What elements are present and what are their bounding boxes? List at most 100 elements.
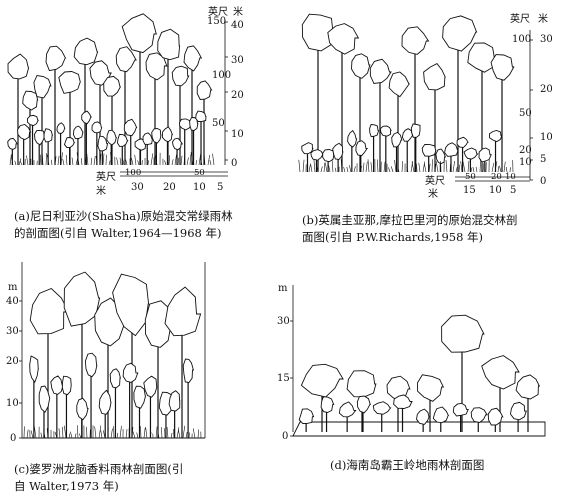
panel-a-undergrowth: [168, 155, 170, 166]
panel-c-tick-40: 40: [6, 296, 19, 307]
panel-b-small-tree-crown: [332, 142, 344, 160]
panel-c-undergrowth: [161, 427, 163, 439]
panel-b-right-ft-10: 10: [519, 157, 532, 168]
panel-b-undergrowth: [422, 161, 426, 173]
panel-b-small-tree-crown: [444, 142, 459, 157]
panel-c-small-tree-crown: [76, 397, 89, 421]
panel-c-tick-10: 10: [6, 398, 19, 409]
panel-d-small-tree-crown: [372, 401, 392, 415]
panel-a-right-m-0: 0: [231, 158, 238, 169]
panel-a-small-tree-crown: [195, 110, 207, 122]
panel-c-undergrowth: [125, 429, 128, 439]
panel-c-undergrowth: [74, 433, 77, 439]
panel-b-small-tree-crown: [355, 140, 369, 157]
panel-c-undergrowth: [33, 425, 37, 439]
panel-b-right-ft-100: 100: [512, 34, 532, 45]
panel-a-tree-14-crown: [183, 45, 203, 72]
panel-a-right-ft-150: 150: [207, 16, 227, 27]
panel-c-undergrowth: [131, 427, 134, 439]
panel-b-unit-m: 米: [538, 14, 548, 25]
panel-a-small-tree-crown: [7, 137, 18, 150]
panel-c-undergrowth: [110, 428, 113, 439]
panel-c-tick-30: 30: [6, 326, 19, 337]
panel-b-small-tree-crown: [322, 149, 335, 163]
panel-c-drawing: [19, 262, 206, 439]
panel-a-right-m-40: 40: [231, 20, 244, 31]
panel-a-small-tree-crown: [56, 122, 66, 134]
panel-b-small-tree-crown: [489, 130, 503, 143]
panel-a-right-m-10: 10: [231, 129, 244, 140]
panel-c-caption-line1: (c)婆罗洲龙脑香料雨林剖面图(引: [14, 462, 184, 476]
panel-a-bottom-m-10: 10: [193, 182, 206, 193]
panel-b-undergrowth: [377, 159, 379, 173]
panel-b-undergrowth: [346, 166, 349, 173]
panel-c-undergrowth: [102, 430, 106, 439]
panel-a-undergrowth: [212, 153, 215, 166]
panel-a-caption-line2: 的剖面图(引自 Walter,1964—1968 年): [14, 226, 222, 240]
panel-d-small-tree-crown: [356, 395, 371, 414]
panel-c-undergrowth: [192, 428, 196, 439]
panel-b-small-tree-crown: [379, 125, 392, 137]
panel-c-undergrowth: [26, 429, 29, 439]
panel-a-undergrowth: [71, 157, 74, 166]
panel-a-undergrowth: [102, 153, 105, 166]
panel-a-small-tree-crown: [151, 128, 162, 144]
panel-b-caption-line2: 面图(引自 P.W.Richards,1958 年): [302, 230, 484, 244]
panel-a-drawing: [7, 13, 228, 177]
panel-b-undergrowth: [460, 161, 463, 173]
panel-d-small-tree-crown: [452, 402, 469, 417]
panel-c-tree-1-crown: [29, 287, 70, 335]
panel-b-undergrowth: [449, 163, 451, 173]
panel-a-undergrowth: [177, 157, 179, 166]
panel-a-right-m-20: 20: [231, 90, 244, 101]
panel-a-undergrowth: [84, 153, 88, 166]
panel-b-undergrowth: [494, 161, 498, 173]
panel-b-bottom-unit-feet: 英尺: [425, 176, 445, 187]
panel-b-undergrowth: [499, 165, 502, 173]
panel-c-unit-m: m: [8, 282, 18, 293]
panel-b-small-tree-crown: [301, 142, 314, 155]
panel-a-undergrowth: [18, 158, 22, 166]
panel-a-undergrowth: [14, 160, 17, 166]
panel-a-small-tree-crown: [34, 129, 46, 146]
panel-a-undergrowth: [51, 159, 53, 166]
panel-a-small-tree-crown: [161, 126, 174, 143]
panel-c-small-tree-crown: [38, 385, 51, 413]
panel-d-small-tree-crown: [298, 408, 315, 424]
panel-d-small-tree-crown: [416, 408, 430, 425]
panel-b-undergrowth: [401, 161, 403, 173]
panel-a-undergrowth: [137, 160, 140, 166]
panel-c-undergrowth: [173, 428, 175, 439]
panel-a-undergrowth: [183, 152, 186, 166]
panel-a-small-tree-crown: [123, 118, 138, 137]
panel-c-undergrowth: [197, 429, 199, 439]
panel-d-tick-15: 15: [277, 373, 290, 384]
panel-a-small-tree-crown: [72, 125, 84, 140]
panel-d-tree-5-crown: [441, 314, 485, 353]
panel-c-undergrowth: [98, 425, 102, 439]
panel-c-undergrowth: [132, 431, 136, 439]
panel-a-undergrowth: [190, 152, 194, 166]
panel-b-undergrowth: [475, 166, 478, 173]
panel-a-undergrowth: [69, 153, 71, 166]
panel-d-tree-4-crown: [417, 374, 445, 402]
panel-d-small-tree-crown: [470, 407, 488, 423]
panel-c-undergrowth: [30, 430, 34, 439]
panel-a-undergrowth: [186, 157, 189, 166]
panel-a-undergrowth: [203, 153, 206, 166]
panel-a-small-tree-crown: [81, 110, 92, 125]
panel-a-undergrowth: [180, 155, 183, 166]
panel-a-undergrowth: [199, 158, 203, 166]
panel-c-caption-line2: 自 Walter,1973 年): [14, 479, 119, 493]
panel-b-undergrowth: [310, 163, 313, 173]
panel-b-undergrowth: [434, 163, 437, 173]
panel-b-undergrowth: [365, 161, 368, 173]
panel-a-undergrowth: [95, 155, 98, 166]
panel-b-bottom-m-10: 10: [489, 185, 502, 196]
panel-b-undergrowth: [428, 163, 431, 173]
panel-b-undergrowth: [367, 159, 370, 173]
panel-b-unit-feet: 英尺: [510, 14, 530, 25]
panel-a-undergrowth: [164, 160, 167, 166]
